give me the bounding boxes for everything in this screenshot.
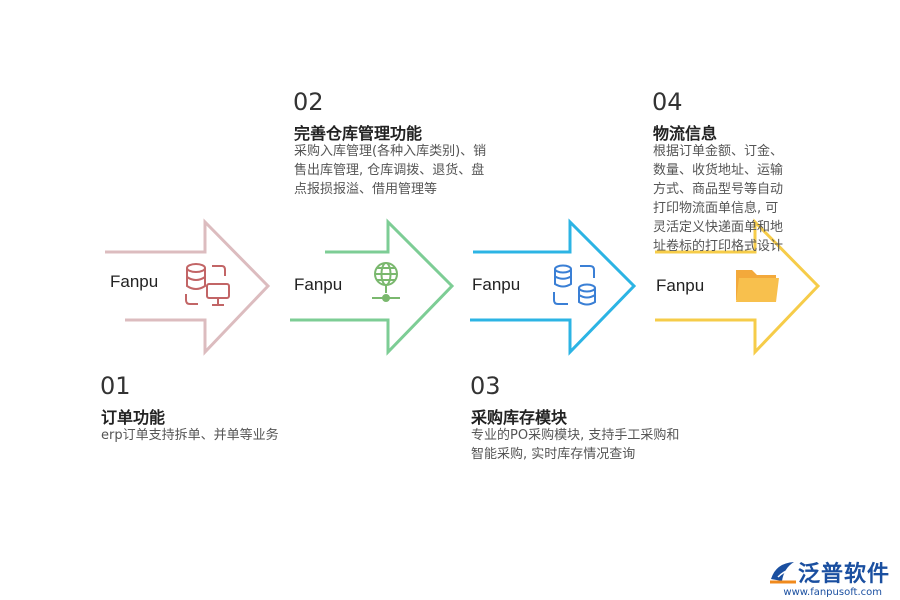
step-01-number: 01	[100, 372, 131, 400]
brand-logo: 泛普软件	[768, 556, 890, 588]
step-03-title: 采购库存模块	[471, 408, 568, 427]
step-01-description: erp订单支持拆单、并单等业务	[101, 428, 279, 443]
database-sync-icon	[553, 264, 596, 306]
step-01-label: Fanpu	[110, 272, 159, 291]
step-03-number: 03	[470, 372, 501, 400]
folder-icon	[736, 270, 779, 302]
step-03-description: 专业的PO采购模块, 支持手工采购和 智能采购, 实时库存情况查询	[471, 428, 680, 462]
step-02-number: 02	[293, 88, 324, 116]
step-04-number: 04	[652, 88, 683, 116]
step-02-description: 采购入库管理(各种入库类别)、销 售出库管理, 仓库调拨、退货、盘 点报损报溢、…	[294, 144, 487, 197]
step-04-label: Fanpu	[656, 276, 705, 295]
step-02-label: Fanpu	[294, 275, 343, 294]
database-monitor-icon	[185, 263, 230, 306]
globe-network-icon	[372, 262, 400, 302]
step-04-description: 根据订单金额、订金、 数量、收货地址、运输 方式、商品型号等自动 打印物流面单信…	[653, 144, 784, 254]
step-01-title: 订单功能	[101, 408, 166, 427]
arrow-02	[290, 218, 455, 356]
arrow-03	[470, 218, 637, 356]
brand-name: 泛普软件	[797, 562, 890, 587]
step-04-title: 物流信息	[653, 124, 718, 143]
brand-logo-icon	[769, 562, 796, 584]
step-03-label: Fanpu	[472, 275, 521, 294]
arrow-01	[105, 218, 271, 356]
arrow-04	[655, 218, 821, 356]
step-02-title: 完善仓库管理功能	[294, 124, 423, 143]
brand-url[interactable]: www.fanpusoft.com	[783, 587, 882, 598]
